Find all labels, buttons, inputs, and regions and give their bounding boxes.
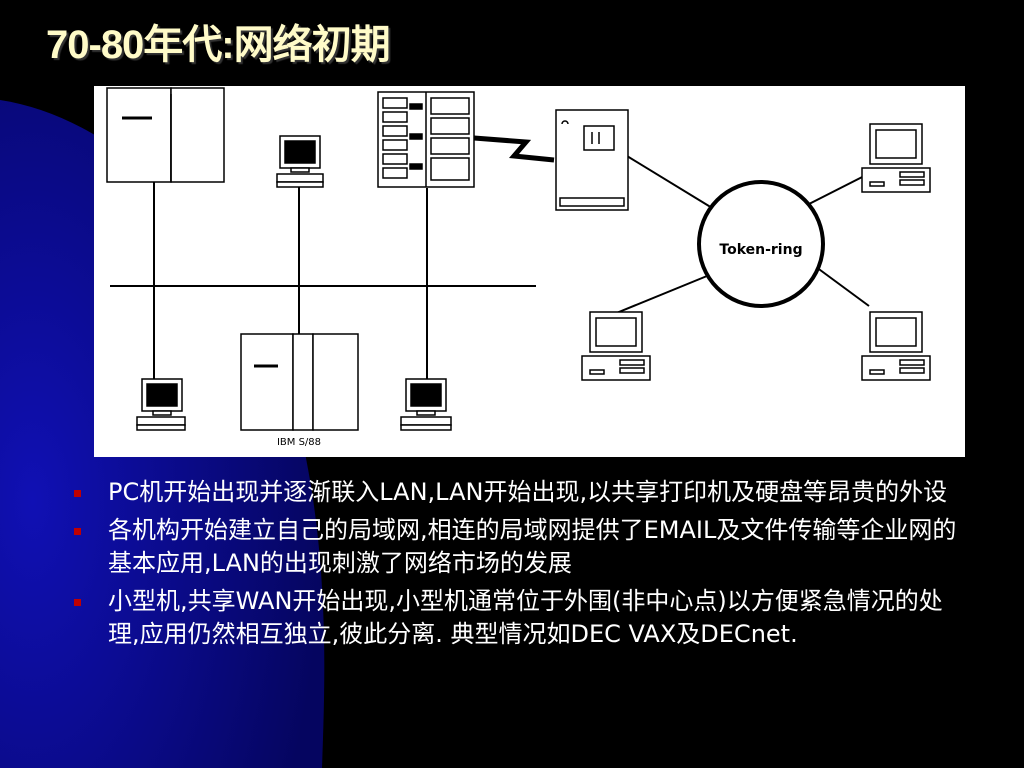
ring-link-bottomleft (613, 275, 708, 315)
bullet-item: PC机开始出现并逐渐联入LAN,LAN开始出现,以共享打印机及硬盘等昂贵的外设 (72, 476, 972, 509)
pc-icon-top-right (861, 123, 931, 193)
bullet-text: 各机构开始建立自己的局域网,相连的局域网提供了EMAIL及文件传输等企业网的基本… (108, 516, 957, 577)
bullet-list: PC机开始出现并逐渐联入LAN,LAN开始出现,以共享打印机及硬盘等昂贵的外设 … (72, 476, 972, 656)
square-bullet-icon (74, 599, 81, 606)
minicomputer-rack-icon (377, 91, 475, 188)
square-bullet-icon (74, 528, 81, 535)
pc-icon-bottom-left (581, 311, 651, 381)
bullet-text: 小型机,共享WAN开始出现,小型机通常位于外围(非中心点)以方便紧急情况的处理,… (108, 587, 943, 648)
bullet-item: 小型机,共享WAN开始出现,小型机通常位于外围(非中心点)以方便紧急情况的处理,… (72, 585, 972, 651)
pc-icon-bottom-right (861, 311, 931, 381)
terminal-icon-bottom-right (400, 378, 452, 431)
bullet-text: PC机开始出现并逐渐联入LAN,LAN开始出现,以共享打印机及硬盘等昂贵的外设 (108, 478, 948, 506)
slide-title: 70-80年代:网络初期 (46, 23, 391, 67)
ibm-s88-label: IBM S/88 (277, 437, 321, 448)
wan-link-icon (473, 135, 555, 163)
terminal-icon-bottom-left (136, 378, 186, 431)
square-bullet-icon (74, 490, 81, 497)
token-ring-label: Token-ring (719, 242, 802, 258)
terminal-icon-top (276, 135, 324, 188)
ibm-mainframe-icon (240, 333, 359, 431)
token-ring-icon (697, 180, 825, 308)
mainframe-cabinet-icon (106, 87, 225, 183)
bullet-item: 各机构开始建立自己的局域网,相连的局域网提供了EMAIL及文件传输等企业网的基本… (72, 514, 972, 580)
server-tower-icon (555, 109, 629, 211)
ring-link-bottomright (811, 263, 870, 307)
ring-link-server (626, 155, 723, 215)
network-diagram: Token-ring (94, 86, 965, 457)
